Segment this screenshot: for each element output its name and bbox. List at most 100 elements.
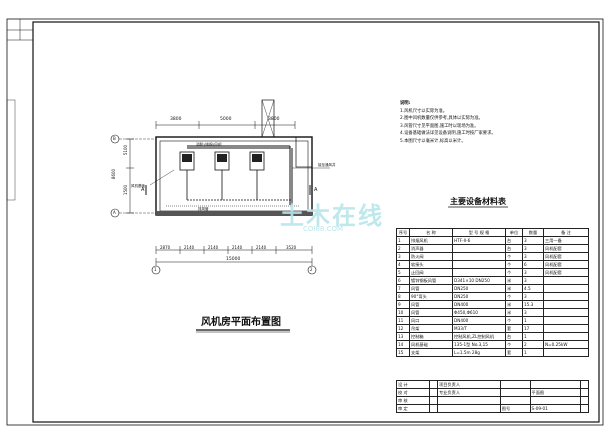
note-item: 5.本图尺寸以毫米计,标高以米计。	[400, 138, 466, 144]
col-header: 数量	[522, 228, 544, 237]
title-block-cell	[429, 404, 439, 413]
table-cell: DN400	[452, 300, 506, 309]
table-cell: 镀锌钢板风管	[409, 276, 453, 285]
table-title: 主要设备材料表	[450, 197, 506, 206]
table-cell: 9	[396, 300, 410, 309]
table-cell: 3	[522, 244, 544, 253]
title-block-cell	[499, 388, 531, 397]
title-block-cell: 平面图	[529, 388, 582, 397]
table-cell: 止回阀	[409, 268, 453, 277]
table-cell	[543, 332, 589, 341]
table-cell: 1	[522, 348, 544, 357]
title-block-cell	[429, 396, 439, 405]
table-cell: 支架	[409, 348, 453, 357]
plan-title: 风机房平面布置图	[201, 317, 281, 328]
title-block-cell	[580, 380, 589, 389]
table-header-row: 序号 名 称 型 号 规 格 单位 数量 备 注	[396, 228, 589, 237]
table-cell: 米	[505, 308, 523, 317]
table-cell	[543, 324, 589, 333]
table-cell: D341×10 DN250	[452, 276, 506, 285]
table-cell: 台	[505, 244, 523, 253]
table-cell: 3	[522, 276, 544, 285]
note-item: 1.风机尺寸以实际为准。	[400, 108, 448, 114]
table-cell: 13	[396, 332, 410, 341]
callout-fan: 消防(排烟)风机	[196, 142, 222, 147]
dim-bottom-4: 2140	[232, 245, 243, 250]
table-cell	[452, 260, 506, 269]
table-cell	[452, 244, 506, 253]
table-cell: 6	[522, 260, 544, 269]
axis-label-2: 2	[310, 267, 313, 272]
table-cell: 控制箱	[409, 332, 453, 341]
title-block-cell	[429, 388, 439, 397]
title-block-cell	[437, 396, 501, 405]
table-cell: 风机配套	[543, 252, 589, 261]
table-cell: 控制风机,ZL控制风机	[452, 332, 506, 341]
table-cell: 风机配套	[543, 260, 589, 269]
table-cell: 防火阀	[409, 252, 453, 261]
table-cell: 12	[396, 324, 410, 333]
table-cell: 2	[522, 340, 544, 349]
dim-left-total: 8600	[111, 168, 117, 180]
table-cell: 10	[396, 308, 410, 317]
table-cell: 3	[522, 292, 544, 301]
table-cell: 套	[505, 324, 523, 333]
table-cell: 8	[396, 292, 410, 301]
dim-bottom-2: 2140	[184, 245, 195, 250]
notes-title: 说明:	[400, 101, 411, 106]
col-header: 名 称	[409, 228, 453, 237]
col-header: 序号	[396, 228, 410, 237]
table-cell: 11	[396, 316, 410, 325]
table-cell: 3	[522, 268, 544, 277]
table-cell: 风管	[409, 308, 453, 317]
table-cell: 14	[396, 340, 410, 349]
table-cell: 风口	[409, 316, 453, 325]
col-header: 单位	[505, 228, 523, 237]
table-cell	[543, 348, 589, 357]
table-cell: 三用一备	[543, 236, 589, 245]
table-cell: 米	[505, 300, 523, 309]
watermark-sub: COI88.COM	[303, 225, 344, 233]
table-cell	[452, 268, 506, 277]
title-block-cell: 审 核	[395, 396, 431, 405]
callout-duct: 排风管	[198, 207, 209, 211]
table-cell: 风管	[409, 284, 453, 293]
table-cell: L=1.5m 28g	[452, 348, 506, 357]
table-cell: 3	[522, 308, 544, 317]
title-block-cell	[580, 396, 589, 405]
notes-block: 说明: 1.风机尺寸以实际为准。 2.图中风机数量仅供参考,具体以实际为准。 3…	[400, 100, 496, 145]
note-item: 4.设备基础做法详见设备说明,施工时按厂家要求。	[400, 131, 496, 136]
table-cell: 17	[522, 324, 544, 333]
title-block-cell: 图号	[499, 404, 531, 413]
dim-bottom-5: 2140	[256, 245, 267, 250]
dim-top-3: 3800	[268, 117, 280, 122]
col-header: 型 号 规 格	[452, 228, 506, 237]
title-block-cell	[499, 396, 531, 405]
table-cell: DN250	[452, 292, 506, 301]
title-block-row: 设 计项目负责人	[395, 380, 589, 389]
table-cell: 消声器	[409, 244, 453, 253]
callout-base: 风机基础	[131, 184, 145, 188]
table-cell: 风机配套	[543, 244, 589, 253]
dim-top-1: 3800	[170, 117, 182, 122]
table-cell: M33/T	[452, 324, 506, 333]
table-cell: 1	[522, 316, 544, 325]
note-item: 2.图中风机数量仅供参考,具体以实际为准。	[400, 116, 483, 121]
title-block-cell	[529, 396, 582, 405]
table-cell: 个	[505, 316, 523, 325]
table-cell: DN250	[452, 284, 506, 293]
table-cell	[543, 316, 589, 325]
table-cell: 个	[505, 268, 523, 277]
